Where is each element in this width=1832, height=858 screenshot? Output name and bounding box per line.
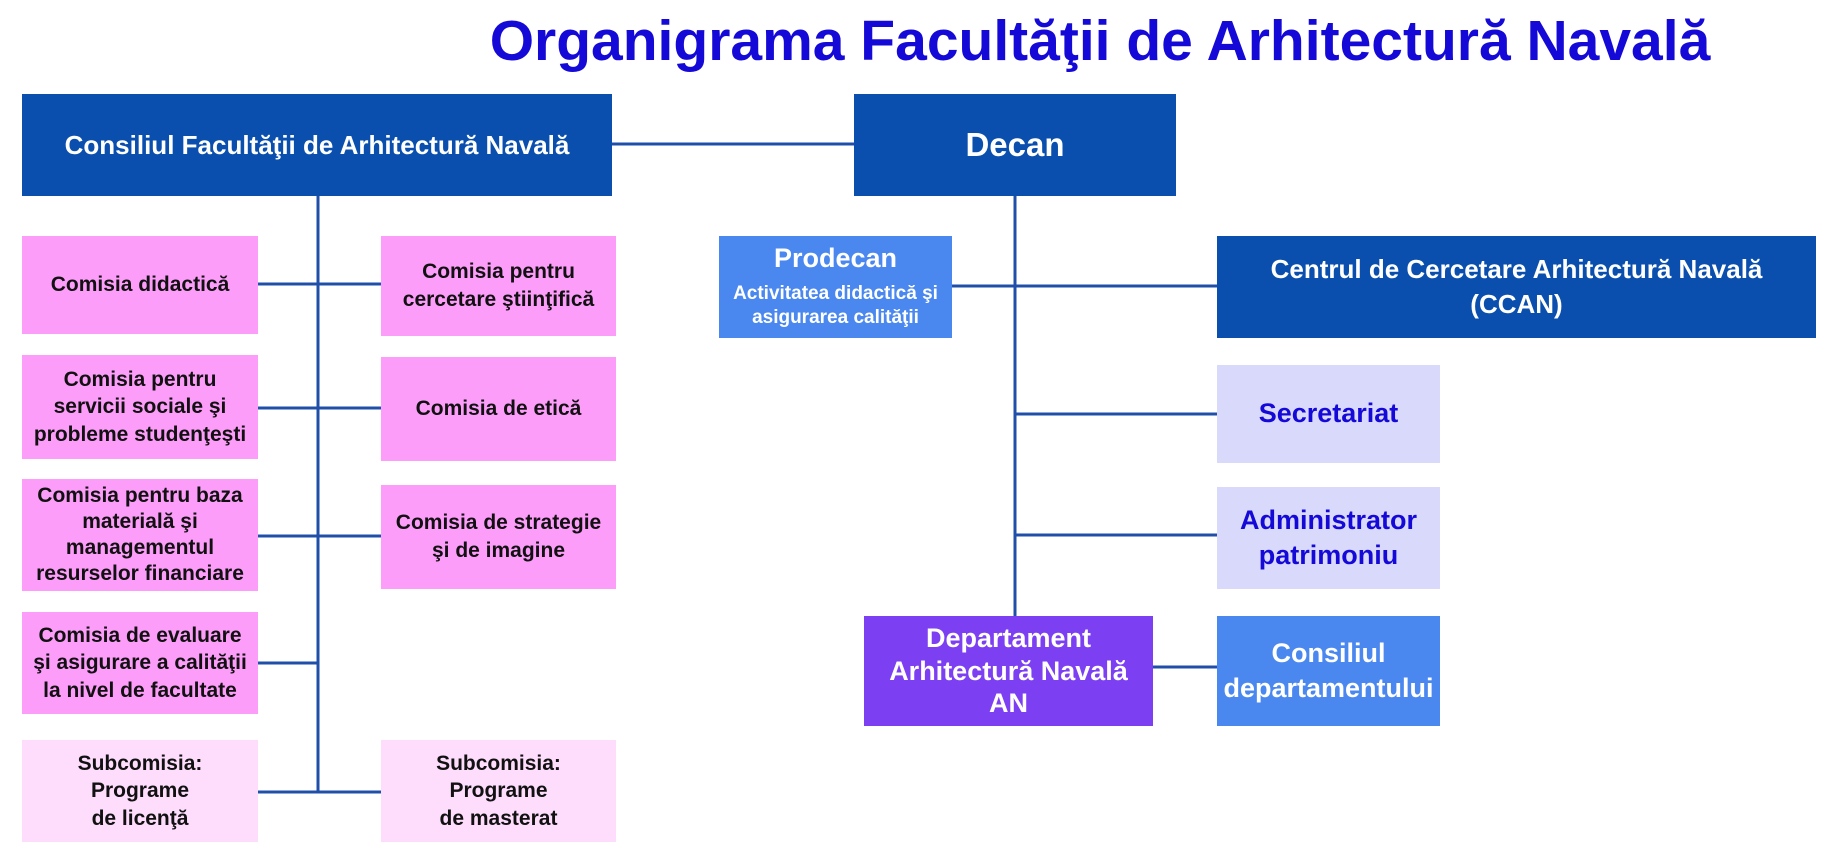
departament-box: Departament Arhitectură Navală AN [864,616,1153,726]
prodecan-subtitle: Activitatea didactică şi asigurarea cali… [733,282,938,329]
comisia-baza-materiala-label: Comisia pentru baza materială şi managem… [36,483,244,586]
comisia-strategie-label: Comisia de strategie şi de imagine [395,510,602,562]
consiliul-facultatii-label: Consiliul Facultăţii de Arhitectură Nava… [64,129,570,160]
decan-label: Decan [965,125,1065,163]
consiliul-departamentului-box: Consiliul departamentului [1217,616,1440,726]
subcomisia-masterat-box: Subcomisia: Programe de masterat [381,740,616,842]
comisia-servicii-sociale-box: Comisia pentru servicii sociale şi probl… [22,355,258,459]
comisia-etica-box: Comisia de etică [381,357,616,461]
ccan-label: Centrul de Cercetare Arhitectură Navală … [1270,253,1763,319]
departament-label: Departament Arhitectură Navală AN [889,623,1128,719]
comisia-didactica-box: Comisia didactică [22,236,258,334]
comisia-cercetare-label: Comisia pentru cercetare ştiinţifică [402,259,595,311]
administrator-patrimoniu-box: Administrator patrimoniu [1217,487,1440,589]
comisia-baza-materiala-box: Comisia pentru baza materială şi managem… [22,479,258,591]
prodecan-box: Prodecan Activitatea didactică şi asigur… [719,236,952,338]
decan-box: Decan [854,94,1176,196]
comisia-didactica-label: Comisia didactică [50,272,230,296]
comisia-strategie-box: Comisia de strategie şi de imagine [381,485,616,589]
consiliul-facultatii-box: Consiliul Facultăţii de Arhitectură Nava… [22,94,612,196]
subcomisia-licenta-box: Subcomisia: Programe de licenţă [22,740,258,842]
comisia-cercetare-box: Comisia pentru cercetare ştiinţifică [381,236,616,336]
consiliul-departamentului-label: Consiliul departamentului [1223,637,1434,703]
comisia-evaluare-label: Comisia de evaluare şi asigurare a calit… [33,624,247,702]
comisia-etica-label: Comisia de etică [415,396,582,420]
subcomisia-masterat-label: Subcomisia: Programe de masterat [436,752,561,830]
secretariat-label: Secretariat [1258,398,1399,429]
subcomisia-licenta-label: Subcomisia: Programe de licenţă [77,752,203,830]
page-title: Organigrama Facultăţii de Arhitectură Na… [489,9,1711,73]
administrator-patrimoniu-label: Administrator patrimoniu [1239,504,1418,570]
ccan-box: Centrul de Cercetare Arhitectură Navală … [1217,236,1816,338]
comisia-servicii-sociale-label: Comisia pentru servicii sociale şi probl… [33,368,247,446]
prodecan-title: Prodecan [773,242,898,273]
comisia-evaluare-box: Comisia de evaluare şi asigurare a calit… [22,612,258,714]
secretariat-box: Secretariat [1217,365,1440,463]
